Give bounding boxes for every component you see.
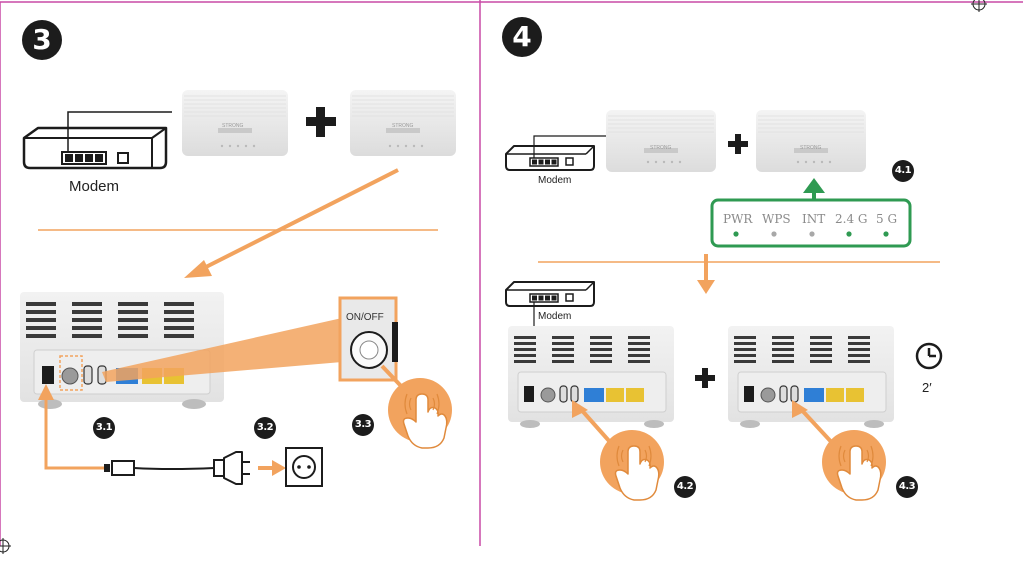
step-3-badge: 3 [22,20,62,60]
mesh-node-back-illustration [20,292,224,409]
brand-logo: STRONG [650,145,672,151]
substep-3-3-badge: 3.3 [352,414,374,436]
modem-label: Modem [69,178,120,195]
brand-logo: STRONG [222,123,244,129]
registration-mark-icon [971,0,987,12]
mesh-node-back-illustration [508,326,674,428]
modem-label-small: Modem [538,311,572,322]
modem-label-small: Modem [538,175,572,186]
led-label-5g: 5 G [876,212,898,226]
substep-3-1-badge: 3.1 [93,417,115,439]
clock-icon [915,342,943,370]
registration-mark-icon [0,538,11,554]
arrow-up-icon [803,178,825,200]
power-switch-label: ON/OFF [346,312,384,323]
finger-press-icon [380,364,452,449]
led-label-int: INT [802,212,826,226]
power-cable-illustration [38,384,286,485]
mesh-node-illustration [350,90,456,156]
substep-3-2-badge: 3.2 [254,417,276,439]
mesh-node-back-illustration [728,326,894,428]
power-switch-zoom-panel [338,296,398,382]
modem-illustration [22,111,172,170]
led-indicators [733,231,889,237]
plus-icon [695,368,715,388]
led-label-2-4g: 2.4 G [835,212,868,226]
plus-icon [306,107,336,137]
led-label-wps: WPS [762,212,791,226]
substep-4-1-badge: 4.1 [892,160,914,182]
step-4-badge: 4 [502,17,542,57]
arrow-down-left-icon [184,168,399,278]
finger-press-icon [572,400,664,501]
substep-4-3-badge: 4.3 [896,476,918,498]
power-button-icon [359,340,379,360]
finger-press-icon [792,400,886,501]
modem-small-illustration [505,281,595,328]
brand-logo: STRONG [392,123,414,129]
zoom-highlight [102,318,342,382]
led-status-panel [710,198,912,248]
modem-small-illustration [505,135,606,171]
substep-4-2-badge: 4.2 [674,476,696,498]
brand-logo: STRONG [800,145,822,151]
wait-time-label: 2′ [922,380,932,395]
led-5g-dot [883,231,889,237]
led-24g-dot [846,231,852,237]
led-pwr-dot [733,231,739,237]
led-int-dot [809,231,815,237]
led-wps-dot [771,231,777,237]
mesh-node-illustration [756,110,866,172]
mesh-node-illustration [182,90,288,156]
arrow-down-icon [697,254,715,294]
led-label-pwr: PWR [723,212,753,226]
plus-icon [728,134,748,154]
mesh-node-illustration [606,110,716,172]
power-outlet-icon [285,447,323,487]
